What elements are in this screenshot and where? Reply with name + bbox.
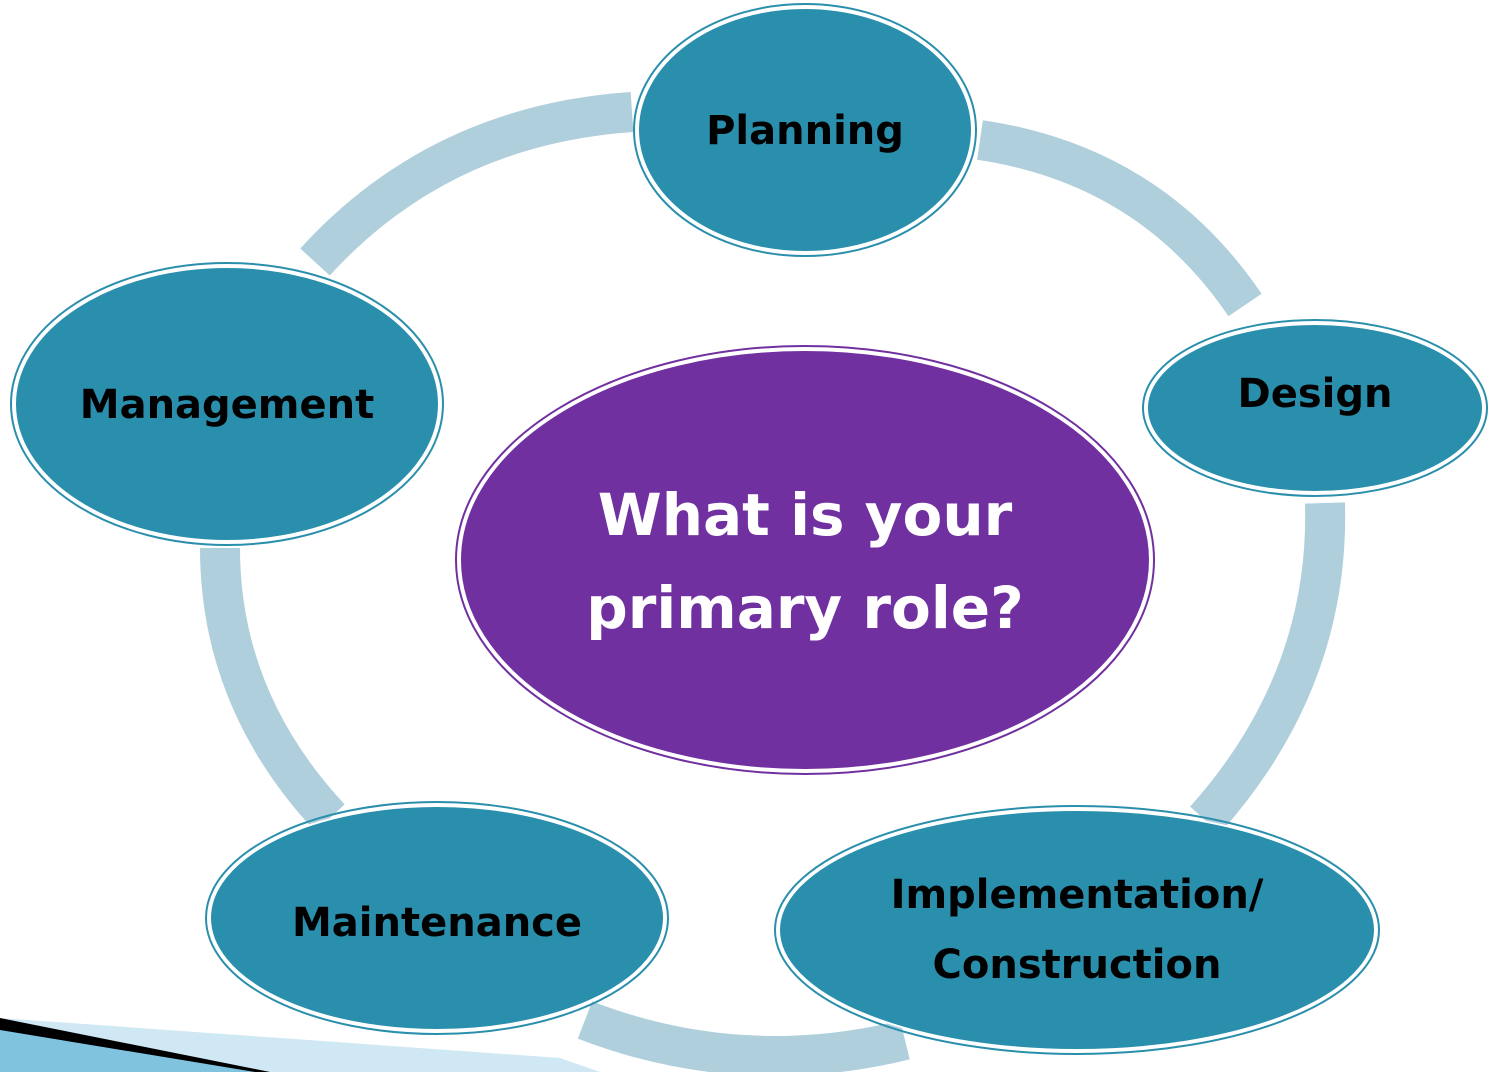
- center-question-line1: What is your: [598, 481, 1013, 549]
- node-design-label: Design: [1238, 371, 1393, 417]
- node-design: Design: [1142, 319, 1488, 497]
- node-maintenance: Maintenance: [205, 801, 669, 1035]
- node-management-label: Management: [80, 382, 374, 428]
- ring-arc-design-implementation: [1190, 502, 1346, 834]
- corner-band-dark: [0, 1018, 270, 1072]
- center-question-line2: primary role?: [586, 574, 1024, 642]
- node-planning: Planning: [633, 3, 977, 257]
- node-implementation-label-line1: Implementation/: [891, 872, 1264, 918]
- cycle-ring: [200, 92, 1346, 1072]
- ring-arc-implementation-maintenance: [577, 1001, 910, 1072]
- node-implementation: Implementation/ Construction: [774, 805, 1380, 1055]
- center-question-node: What is your primary role?: [455, 345, 1155, 775]
- ring-arc-maintenance-management: [200, 547, 345, 832]
- node-management: Management: [10, 262, 444, 546]
- node-planning-label: Planning: [706, 108, 904, 154]
- node-implementation-label-line2: Construction: [933, 942, 1222, 988]
- node-maintenance-label: Maintenance: [292, 900, 582, 946]
- corner-decoration: [0, 1018, 600, 1072]
- ring-arc-planning-design: [977, 120, 1262, 317]
- ring-arc-management-planning: [300, 92, 634, 276]
